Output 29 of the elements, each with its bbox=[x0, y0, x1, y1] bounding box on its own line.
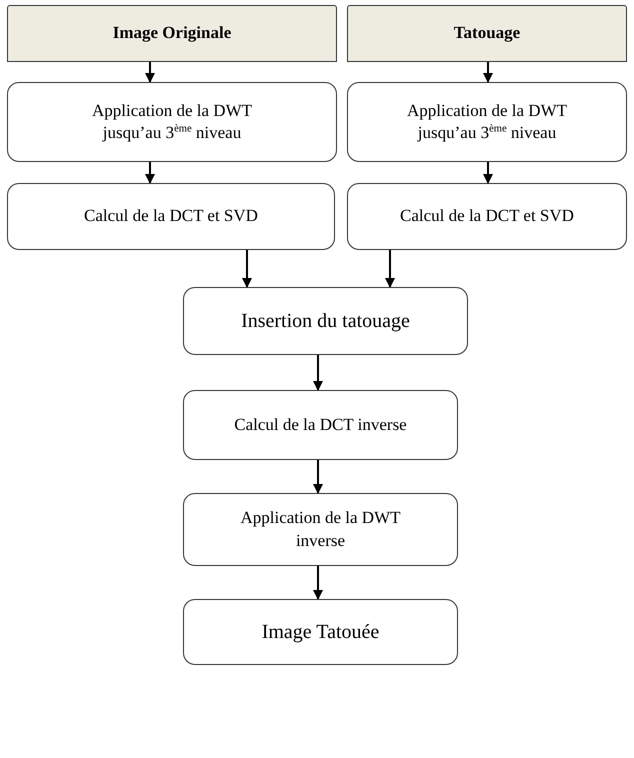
process-box bbox=[183, 599, 458, 665]
arrow bbox=[313, 566, 323, 600]
arrow bbox=[145, 162, 155, 184]
process-box bbox=[183, 493, 458, 566]
process-box bbox=[183, 287, 468, 355]
box-label: Calcul de la DCT et SVD bbox=[400, 205, 574, 228]
process-box bbox=[7, 183, 335, 250]
arrow bbox=[385, 250, 395, 288]
box-label: Application de la DWT jusqu’au 3$^{ème}$ niveau bbox=[406, 100, 568, 144]
box-label: Image Tatouée bbox=[262, 620, 380, 645]
arrow bbox=[483, 62, 493, 83]
arrow bbox=[483, 162, 493, 184]
process-box bbox=[347, 183, 627, 250]
box-label: Application de la DWT inverse bbox=[239, 507, 402, 552]
arrow bbox=[242, 250, 252, 288]
process-box bbox=[183, 390, 458, 460]
box-label: Tatouage bbox=[454, 22, 520, 44]
box-label: Image Originale bbox=[112, 22, 232, 44]
process-box bbox=[347, 82, 627, 162]
box-label: Calcul de la DCT inverse bbox=[234, 414, 407, 436]
box-label: Insertion du tatouage bbox=[241, 309, 410, 334]
process-box bbox=[7, 82, 337, 162]
arrow bbox=[145, 62, 155, 83]
input-box bbox=[347, 5, 627, 62]
arrow bbox=[313, 460, 323, 494]
arrow bbox=[313, 355, 323, 391]
input-box bbox=[7, 5, 337, 62]
box-label: Calcul de la DCT et SVD bbox=[84, 205, 258, 228]
box-label: Application de la DWT jusqu’au 3$^{ème}$ niveau bbox=[90, 100, 254, 144]
